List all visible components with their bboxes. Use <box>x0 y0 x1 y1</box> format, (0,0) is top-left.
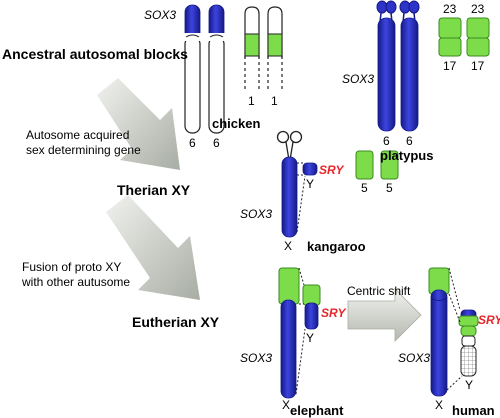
species-platypus: platypus <box>380 148 434 163</box>
chicken-chromosome-6b <box>208 4 225 134</box>
human-x-chromosome <box>428 267 450 397</box>
chicken-number-1b: 1 <box>271 94 278 108</box>
species-human: human <box>452 403 495 418</box>
kangaroo-x-chromosome <box>276 130 303 238</box>
sry-label-elephant: SRY <box>321 306 346 320</box>
platypus-number-17b: 17 <box>471 59 485 73</box>
centric-shift-label: Centric shift <box>347 284 411 298</box>
sry-label-kangaroo: SRY <box>319 163 344 177</box>
platypus-chromosome-6b <box>399 0 420 132</box>
sry-label-human: SRY <box>478 313 500 327</box>
platypus-chromosome-23a <box>438 17 462 39</box>
chicken-chromosome-1b <box>267 6 283 90</box>
chicken-chromosome-6a <box>184 4 201 134</box>
evolution-arrow-1 <box>97 78 180 170</box>
kangaroo-y-label: Y <box>306 177 315 191</box>
platypus-number-6b: 6 <box>406 134 413 148</box>
human-y-label: Y <box>465 378 474 392</box>
human-x-label: X <box>435 398 444 412</box>
species-chicken: chicken <box>212 116 261 131</box>
platypus-chromosome-23b <box>466 17 490 39</box>
stage-eutherian-label: Eutherian XY <box>132 314 220 330</box>
chicken-number-1a: 1 <box>248 94 255 108</box>
chicken-number-6b: 6 <box>213 136 220 150</box>
chicken-chromosome-1a <box>244 6 260 90</box>
sox3-label-chicken: SOX3 <box>144 8 177 22</box>
stage-fusion-label: Fusion of proto XY with other autusome <box>22 260 131 289</box>
platypus-chromosome-17a <box>438 37 462 57</box>
sox3-label-human: SOX3 <box>398 351 431 365</box>
species-kangaroo: kangaroo <box>307 239 366 254</box>
platypus-number-23b: 23 <box>471 2 485 16</box>
kangaroo-number-5a: 5 <box>361 181 368 195</box>
platypus-number-17a: 17 <box>443 59 457 73</box>
stage-ancestral-label: Ancestral autosomal blocks <box>2 46 188 62</box>
kangaroo-number-5b: 5 <box>386 181 393 195</box>
elephant-y-label: Y <box>306 331 315 345</box>
evolution-arrow-2 <box>106 195 200 300</box>
chicken-number-6a: 6 <box>189 136 196 150</box>
centric-shift-arrow <box>347 288 422 342</box>
kangaroo-chromosome-5b <box>380 150 399 180</box>
elephant-x-label: X <box>282 398 291 412</box>
kangaroo-x-label: X <box>284 239 293 253</box>
platypus-number-6a: 6 <box>383 134 390 148</box>
elephant-y-chromosome <box>295 267 321 395</box>
platypus-chromosome-17b <box>466 37 490 57</box>
human-y-chromosome <box>446 267 479 391</box>
stage-acquired-label: Autosome acquired sex determining gene <box>26 128 141 157</box>
sox3-label-kangaroo: SOX3 <box>240 207 273 221</box>
stage-therian-label: Therian XY <box>117 182 191 198</box>
sox3-label-platypus: SOX3 <box>342 72 375 86</box>
kangaroo-y-chromosome <box>296 162 318 233</box>
platypus-chromosome-6a <box>376 0 397 132</box>
sox3-label-elephant: SOX3 <box>240 351 273 365</box>
elephant-x-chromosome <box>278 267 300 399</box>
species-elephant: elephant <box>290 403 344 418</box>
platypus-number-23a: 23 <box>443 2 457 16</box>
kangaroo-chromosome-5a <box>355 150 374 180</box>
